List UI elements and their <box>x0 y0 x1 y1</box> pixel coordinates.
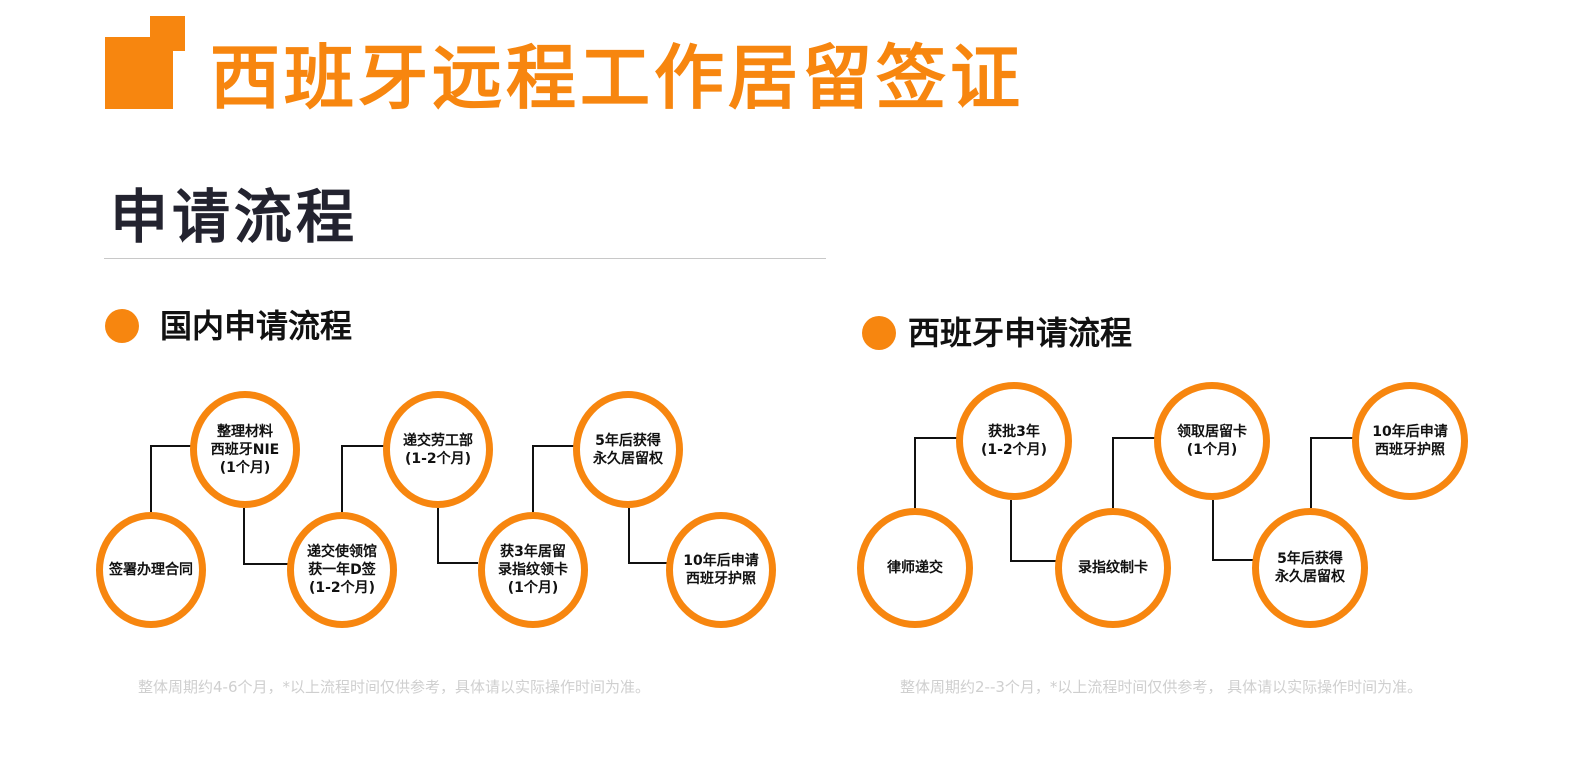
connector-line <box>1010 500 1058 562</box>
step-label: 律师递交 <box>887 560 943 576</box>
domestic-step-residence-card: 获3年居留 录指纹领卡 (1个月) <box>478 512 588 628</box>
connector-line <box>243 508 290 565</box>
step-label: 录指纹制卡 <box>1078 560 1148 576</box>
connector-line <box>1112 437 1157 508</box>
step-label: 签署办理合同 <box>109 562 193 578</box>
step-label: 10年后申请 西班牙护照 <box>683 553 759 587</box>
spain-step-approved: 获批3年 (1-2个月) <box>956 382 1072 500</box>
section-title: 申请流程 <box>110 183 359 251</box>
step-label: 5年后获得 永久居留权 <box>593 432 663 467</box>
domestic-step-sign-contract: 签署办理合同 <box>96 512 206 628</box>
connector-line <box>1310 437 1355 508</box>
domestic-step-prepare-materials: 整理材料 西班牙NIE (1个月) <box>190 391 300 508</box>
domestic-step-submit-consulate: 递交使领馆 获一年D签 (1-2个月) <box>287 512 397 628</box>
domestic-step-passport: 10年后申请 西班牙护照 <box>666 512 776 628</box>
page-title: 西班牙远程工作居留签证 <box>210 37 1024 119</box>
connector-line <box>341 445 385 512</box>
step-label: 领取居留卡 (1个月) <box>1177 424 1247 458</box>
spain-process-title: 西班牙申请流程 <box>908 314 1133 352</box>
step-label: 整理材料 西班牙NIE (1个月) <box>210 423 280 476</box>
connector-line <box>150 445 192 512</box>
step-label: 获批3年 (1-2个月) <box>980 424 1048 458</box>
spain-note: 整体周期约2--3个月，*以上流程时间仅供参考， 具体请以实际操作时间为准。 <box>900 678 1423 696</box>
spain-step-collect-card: 领取居留卡 (1个月) <box>1154 382 1270 500</box>
step-label: 5年后获得 永久居留权 <box>1275 551 1345 585</box>
step-label: 递交使领馆 获一年D签 (1-2个月) <box>307 544 377 596</box>
domestic-bullet-icon <box>105 309 139 343</box>
connector-line <box>1212 500 1255 561</box>
spain-step-lawyer-submit: 律师递交 <box>857 508 973 628</box>
connector-line <box>914 437 958 508</box>
spain-step-fingerprint-card: 录指纹制卡 <box>1055 508 1171 628</box>
domestic-note: 整体周期约4-6个月，*以上流程时间仅供参考，具体请以实际操作时间为准。 <box>138 678 651 696</box>
logo-block-corner <box>150 16 185 51</box>
domestic-step-permanent-residence: 5年后获得 永久居留权 <box>573 391 683 508</box>
connector-line <box>437 508 478 564</box>
step-label: 10年后申请 西班牙护照 <box>1372 424 1448 458</box>
step-label: 递交劳工部 (1-2个月) <box>403 432 473 467</box>
spain-step-passport: 10年后申请 西班牙护照 <box>1352 382 1468 500</box>
connector-line <box>628 508 668 564</box>
spain-bullet-icon <box>862 316 896 350</box>
spain-step-permanent-residence: 5年后获得 永久居留权 <box>1252 508 1368 628</box>
step-label: 获3年居留 录指纹领卡 (1个月) <box>498 544 568 596</box>
section-divider <box>104 258 826 259</box>
domestic-process-title: 国内申请流程 <box>160 307 353 345</box>
connector-line <box>532 445 575 512</box>
domestic-step-submit-labor-ministry: 递交劳工部 (1-2个月) <box>383 391 493 508</box>
